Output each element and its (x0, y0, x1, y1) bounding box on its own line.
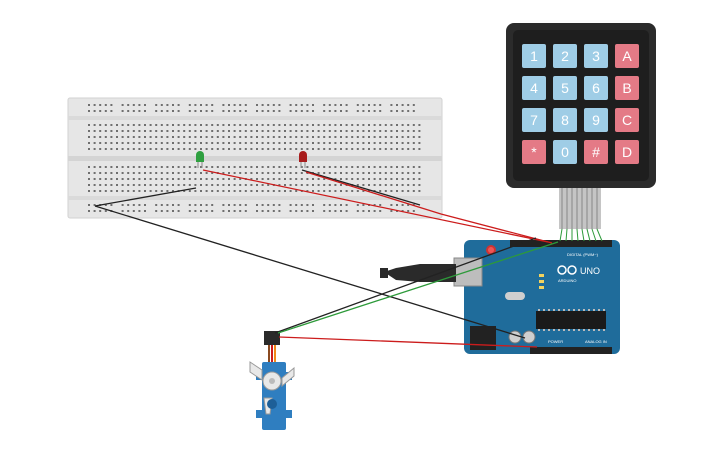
keypad-key-label: 8 (561, 112, 569, 128)
keypad-key-label: C (622, 112, 632, 128)
servo-connector (264, 331, 280, 345)
servo-horn (249, 361, 295, 415)
keypad-key-3: 3 (584, 44, 608, 68)
digital-label: DIGITAL (PWM~) (567, 252, 599, 257)
led-green (196, 151, 204, 168)
keypad-key-c: C (615, 108, 639, 132)
keypad-key-star: * (522, 140, 546, 164)
keypad-key-label: D (622, 144, 632, 160)
keypad-key-2: 2 (553, 44, 577, 68)
keypad-ribbon (559, 187, 601, 229)
keypad-key-label: 9 (592, 112, 600, 128)
wire-red-led-red (305, 171, 553, 244)
power-label: POWER (548, 339, 563, 344)
wire-servo-green (277, 241, 559, 334)
keypad-key-label: B (622, 80, 631, 96)
arduino-board: UNO ARDUINO DIGITAL (PWM~) POWER ANALOG … (380, 240, 620, 354)
keypad-key-5: 5 (553, 76, 577, 100)
keypad-key-9: 9 (584, 108, 608, 132)
keypad-key-7: 7 (522, 108, 546, 132)
keypad-key-6: 6 (584, 76, 608, 100)
keypad-key-a: A (615, 44, 639, 68)
keypad-key-0: 0 (553, 140, 577, 164)
keypad-key-hash: # (584, 140, 608, 164)
wire-green-led-red (202, 169, 549, 243)
power-analog-header (530, 347, 612, 354)
keypad-key-label: 6 (592, 80, 600, 96)
keypad-key-label: 7 (530, 112, 538, 128)
keypad-key-label: 0 (561, 144, 569, 160)
power-jack (470, 326, 496, 350)
model-label: UNO (580, 266, 600, 276)
wire-ground-short (94, 187, 197, 207)
microcontroller-chip (536, 311, 606, 329)
keypad-key-label: A (622, 48, 632, 64)
keypad-key-label: 4 (530, 80, 538, 96)
wire-ground-long (94, 205, 526, 339)
keypad-key-label: * (531, 144, 537, 160)
keypad-key-label: 1 (530, 48, 538, 64)
wires (94, 169, 603, 348)
led-red (299, 151, 307, 168)
analog-label: ANALOG IN (585, 339, 607, 344)
brand-label: ARDUINO (558, 278, 576, 283)
keypad-keys: 1 2 3 A 4 5 6 B 7 8 9 C * 0 # D (522, 44, 639, 164)
keypad-key-d: D (615, 140, 639, 164)
keypad-key-1: 1 (522, 44, 546, 68)
keypad-key-label: # (592, 144, 600, 160)
servo-motor (249, 331, 295, 430)
usb-cable (384, 264, 456, 282)
keypad-key-label: 3 (592, 48, 600, 64)
keypad-key-label: 5 (561, 80, 569, 96)
keypad-key-label: 2 (561, 48, 569, 64)
breadboard (67, 97, 443, 219)
keypad-key-b: B (615, 76, 639, 100)
digital-header (510, 240, 612, 247)
keypad-key-4: 4 (522, 76, 546, 100)
keypad-key-8: 8 (553, 108, 577, 132)
keypad: 1 2 3 A 4 5 6 B 7 8 9 C * 0 # D (506, 23, 656, 229)
wire-servo-black (274, 237, 537, 334)
wire-red-led-black (301, 169, 421, 206)
arduino-logo-icon (557, 265, 577, 275)
wire-servo-red (278, 336, 538, 348)
